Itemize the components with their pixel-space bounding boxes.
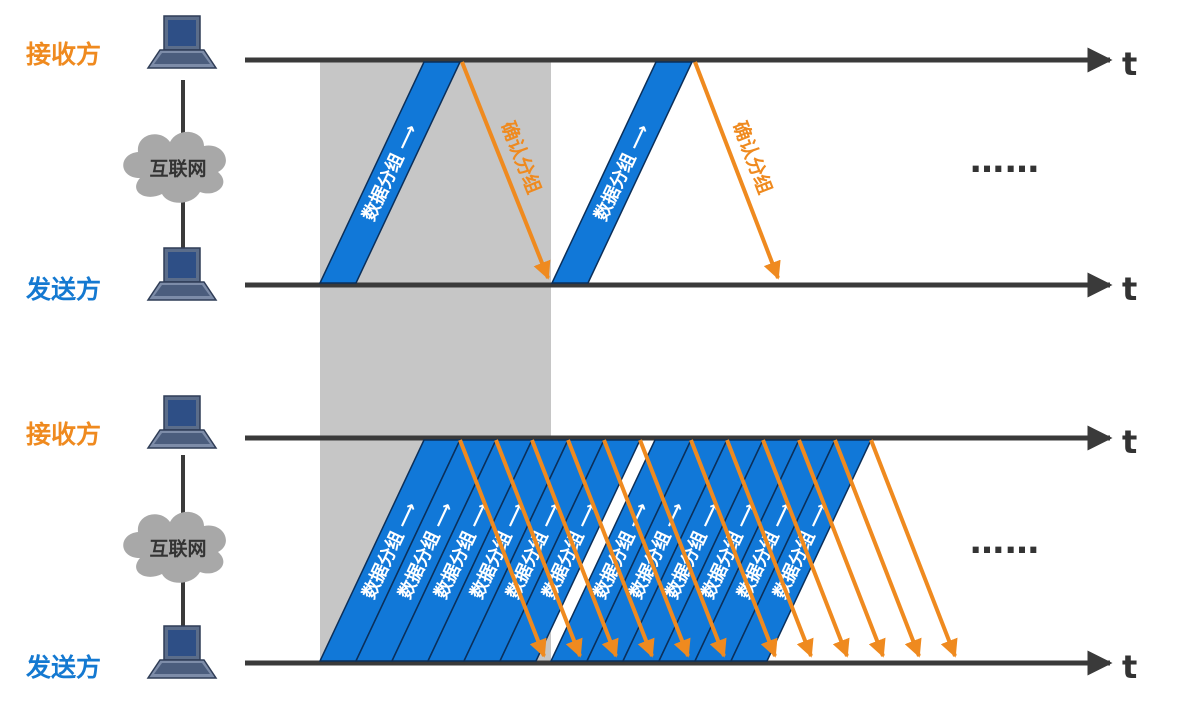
- time-axis-label: t: [1122, 648, 1137, 686]
- sender-label: 发送方: [25, 275, 101, 304]
- ack-arrow: [797, 439, 886, 658]
- receiver-label: 接收方: [26, 40, 101, 69]
- ack-arrow: [689, 439, 778, 658]
- sender-label: 发送方: [25, 653, 101, 682]
- data-packet: [550, 61, 694, 284]
- ack-arrow: [638, 439, 727, 658]
- ack-arrow: [530, 439, 619, 658]
- network-label: 互联网: [149, 158, 206, 180]
- ack-arrow: [494, 439, 583, 658]
- ack-arrow: [761, 439, 850, 658]
- data-packet: [318, 61, 462, 284]
- laptop-icon: [147, 15, 217, 69]
- ack-label: 确认分组: [728, 118, 777, 197]
- ack-arrow: [460, 61, 551, 280]
- ack-arrow: [602, 439, 691, 658]
- time-axis-label: t: [1122, 423, 1137, 461]
- ack-arrow: [458, 439, 547, 658]
- continuation-ellipsis: ……: [970, 522, 1040, 562]
- ack-arrow: [725, 439, 814, 658]
- pipelined-section: 互联网 接收方 发送方 t t 数据分组 ⟶数据分组 ⟶数据分组 ⟶数据分组 ⟶…: [25, 395, 1137, 686]
- laptop-icon: [147, 247, 217, 301]
- continuation-ellipsis: ……: [970, 141, 1040, 181]
- time-axis-label: t: [1122, 270, 1137, 308]
- receiver-label: 接收方: [26, 420, 101, 449]
- ack-arrow: [693, 61, 781, 280]
- stop-and-wait-section: 互联网 接收方 发送方 t t 数据分组 ⟶数据分组 ⟶ 确认分组确认分组 ……: [25, 15, 1137, 308]
- ack-arrow: [869, 439, 958, 658]
- time-axis-label: t: [1122, 45, 1137, 83]
- ack-arrow: [833, 439, 922, 658]
- laptop-icon: [147, 625, 217, 679]
- ack-arrow: [566, 439, 655, 658]
- laptop-icon: [147, 395, 217, 449]
- network-label: 互联网: [149, 538, 206, 560]
